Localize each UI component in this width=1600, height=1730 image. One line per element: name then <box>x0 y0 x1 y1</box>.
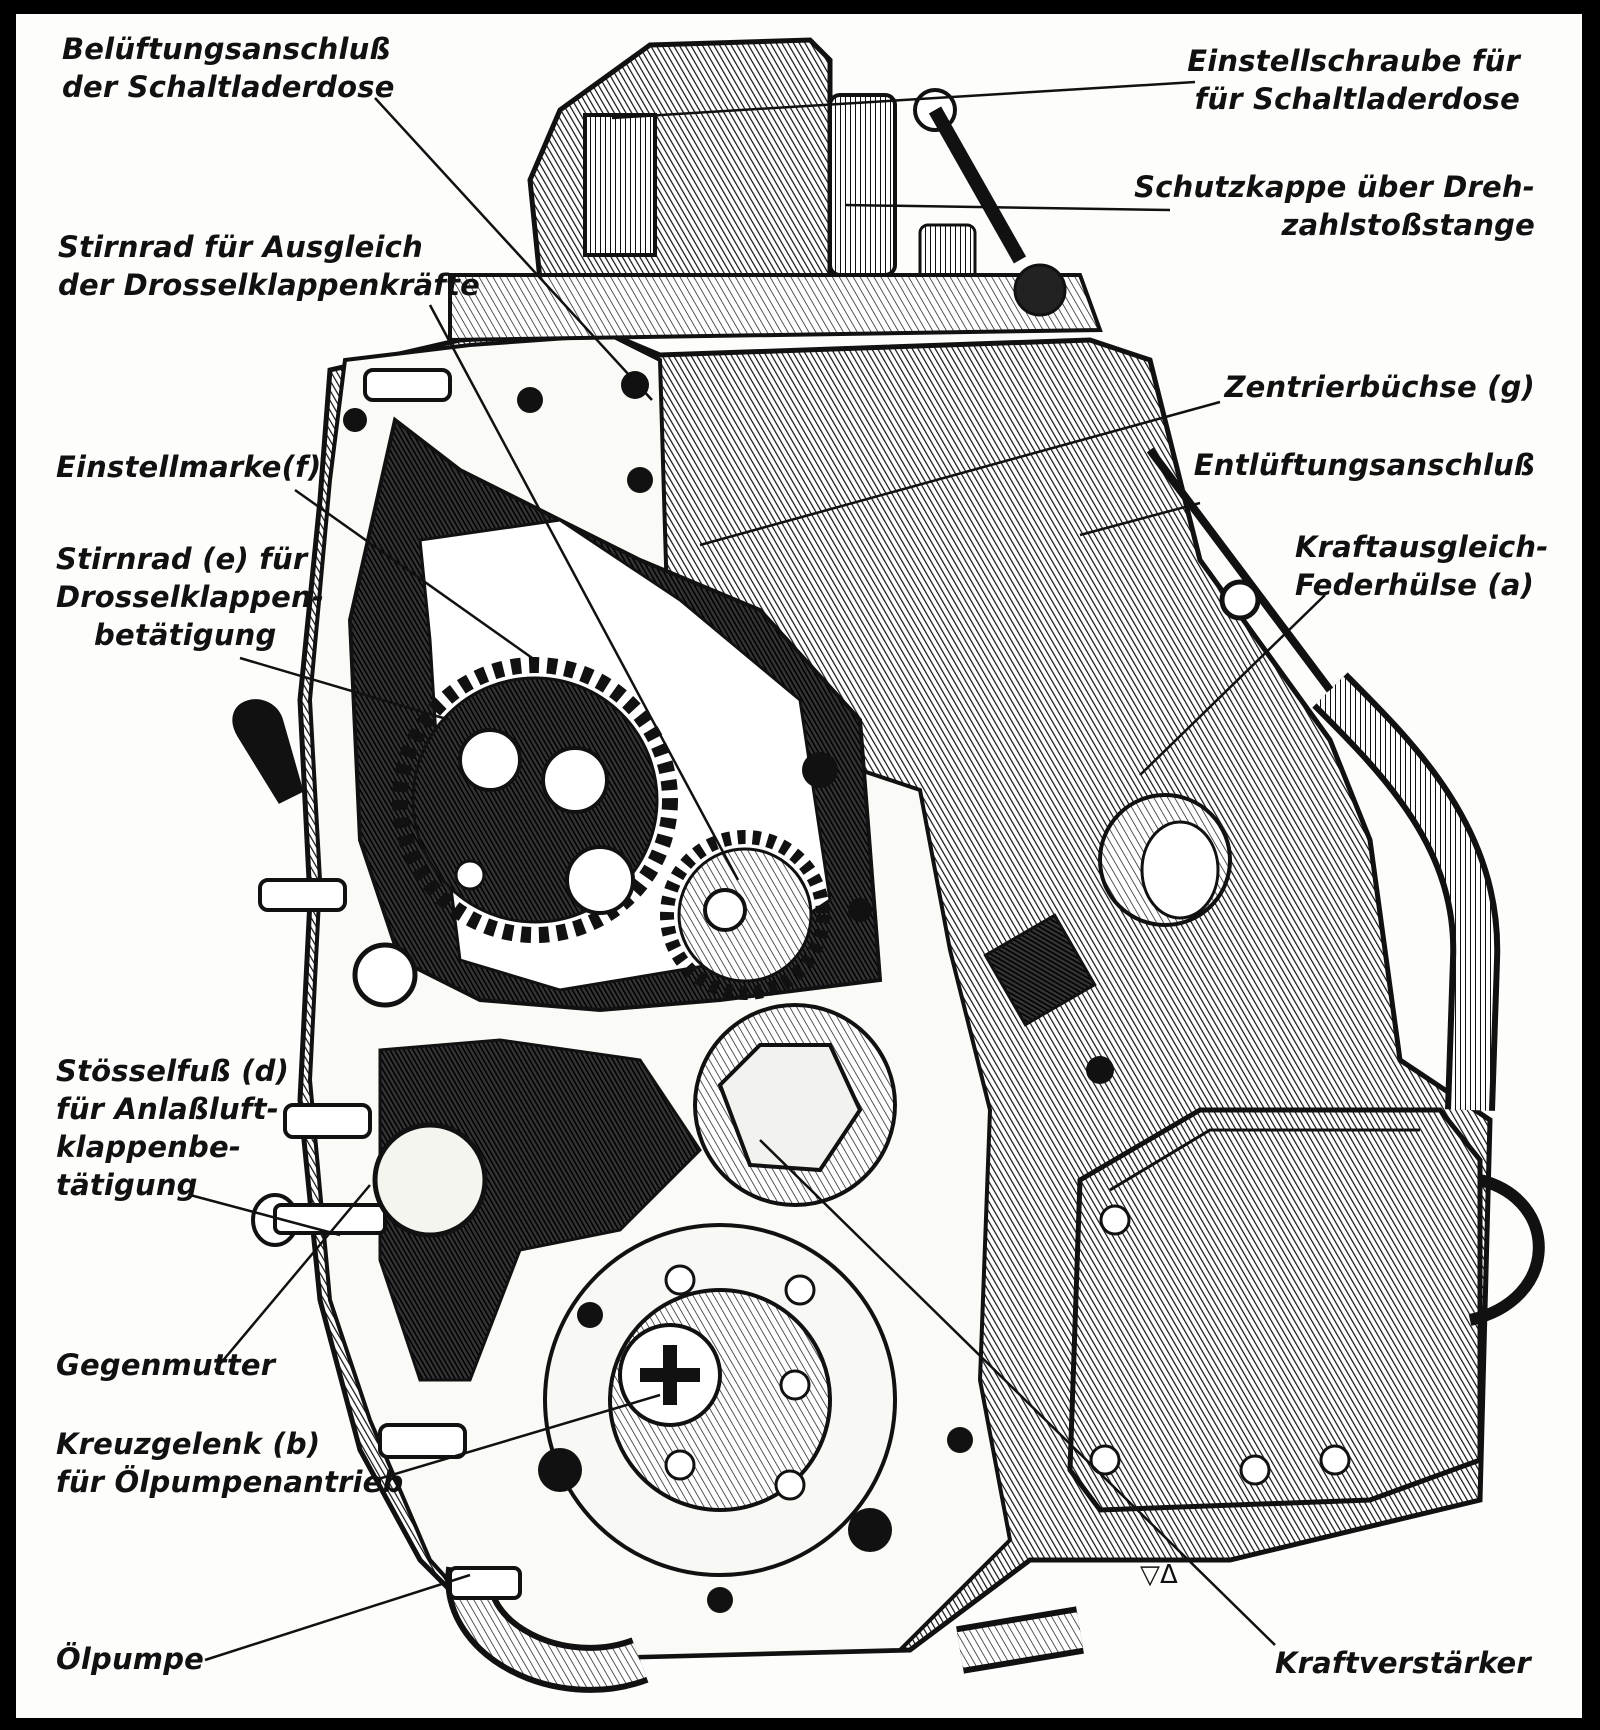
hose <box>1146 447 1501 1111</box>
label-belueftungsanschluss: Belüftungsanschluß der Schaltladerdose <box>62 30 395 106</box>
label-stoesselfuss: Stösselfuß (d) für Anlaßluft- klappenbe-… <box>56 1052 289 1204</box>
label-line: Einstellschraube für <box>1187 44 1520 78</box>
label-gegenmutter: Gegenmutter <box>56 1346 275 1384</box>
label-stirnrad-e: Stirnrad (e) für Drosselklappen- betätig… <box>56 540 324 654</box>
label-line: betätigung <box>94 618 277 652</box>
label-line: Einstellmarke(f) <box>56 450 322 484</box>
label-line: für Anlaßluft- <box>56 1092 280 1126</box>
flange-holes <box>343 371 1114 1613</box>
side-plug <box>983 793 1232 1027</box>
label-line: Kraftverstärker <box>1275 1646 1531 1680</box>
maker-mark: ▽Δ <box>1140 1560 1178 1590</box>
label-kraftverstaerker: Kraftverstärker <box>1275 1644 1531 1682</box>
label-kreuzgelenk: Kreuzgelenk (b) für Ölpumpenantrieb <box>56 1425 404 1501</box>
label-line: Kraftausgleich- <box>1295 530 1549 564</box>
label-line: Stirnrad (e) für <box>56 542 308 576</box>
label-kraftausgleich: Kraftausgleich- Federhülse (a) <box>1295 528 1548 604</box>
label-line: tätigung <box>56 1168 198 1202</box>
label-schutzkappe: Schutzkappe über Dreh- zahlstoßstange <box>1120 168 1535 244</box>
leader-lines <box>189 80 1326 1662</box>
label-line: Drosselklappen- <box>56 580 325 614</box>
label-line: Stirnrad für Ausgleich <box>58 230 423 264</box>
label-line: Federhülse (a) <box>1295 568 1535 602</box>
plug-cap <box>693 1003 897 1207</box>
label-line: Schutzkappe über Dreh- <box>1134 170 1535 204</box>
label-line: Gegenmutter <box>56 1348 276 1382</box>
label-line: für Ölpumpenantrieb <box>56 1465 404 1499</box>
label-line: Stösselfuß (d) <box>56 1054 290 1088</box>
gear-small <box>660 830 830 1000</box>
label-line: Zentrierbüchse (g) <box>1224 370 1535 404</box>
label-line: der Schaltladerdose <box>62 70 395 104</box>
label-stirnrad-ausgleich: Stirnrad für Ausgleich der Drosselklappe… <box>58 228 480 304</box>
label-line: zahlstoßstange <box>1281 208 1535 242</box>
label-line: Ölpumpe <box>56 1642 205 1676</box>
label-line: klappenbe- <box>56 1130 242 1164</box>
label-line: Entlüftungsanschluß <box>1193 448 1535 482</box>
schaltladerdose <box>448 37 1103 343</box>
label-zentrierbuechse: Zentrierbüchse (g) <box>1210 368 1535 406</box>
left-lever <box>232 699 304 804</box>
oil-pump-flange <box>543 1223 897 1577</box>
gear-e <box>392 657 678 943</box>
label-line: Kreuzgelenk (b) <box>56 1427 321 1461</box>
label-line: der Drosselklappenkräfte <box>58 268 480 302</box>
bottom-pipes <box>445 1566 1084 1693</box>
label-line: für Schaltladerdose <box>1194 82 1520 116</box>
label-entlueftungsanschluss: Entlüftungsanschluß <box>1190 446 1535 484</box>
label-einstellmarke: Einstellmarke(f) <box>56 448 321 486</box>
label-oelpumpe: Ölpumpe <box>56 1640 204 1678</box>
kraftverstaerker-cover <box>1067 1107 1545 1513</box>
label-einstellschraube: Einstellschraube für für Schaltladerdose <box>1170 42 1520 118</box>
label-line: Belüftungsanschluß <box>62 32 391 66</box>
